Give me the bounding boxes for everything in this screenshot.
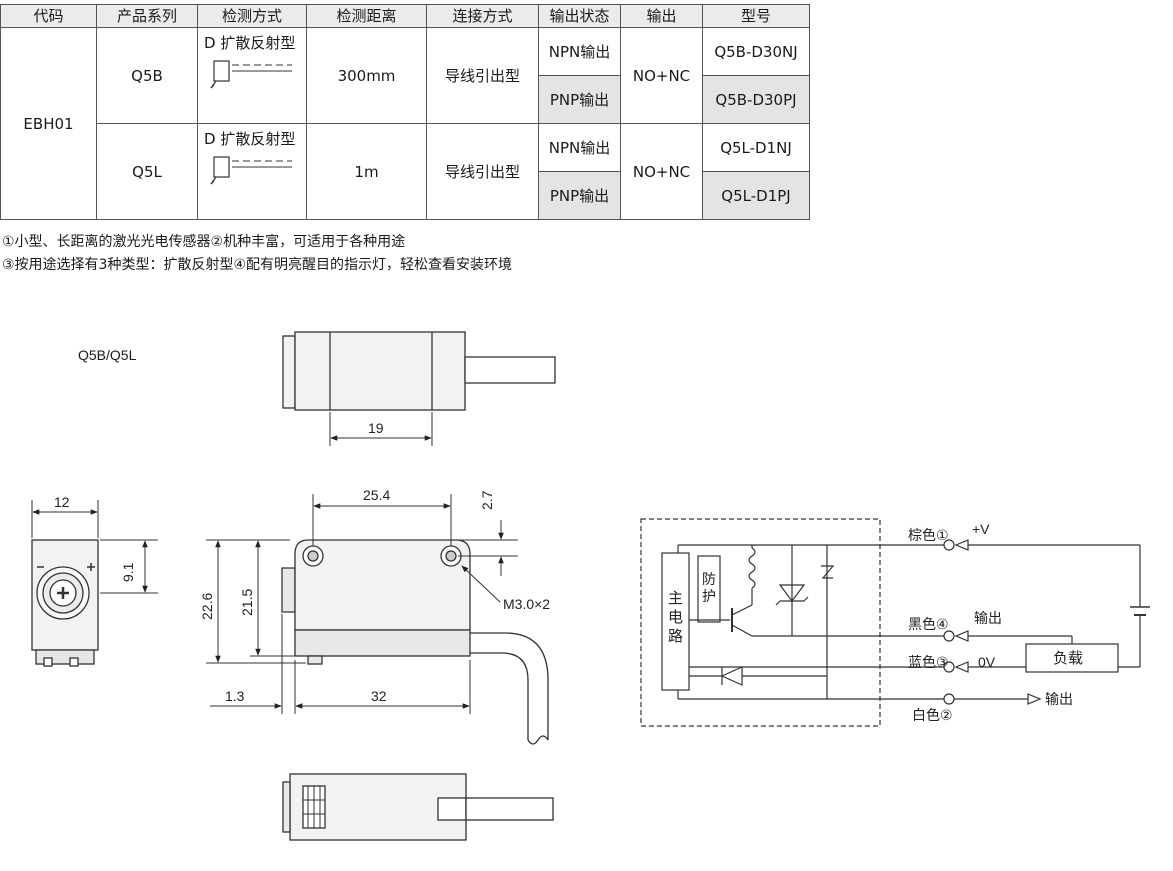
side-view: [31, 539, 99, 667]
zero-v-label: 0V: [978, 654, 996, 670]
cell-code: EBH01: [0, 27, 97, 220]
output-label: 输出: [974, 611, 1002, 627]
front-view: [281, 539, 471, 665]
cell-model: Q5B-D30PJ: [702, 75, 810, 124]
bottom-view: [282, 773, 554, 841]
table-row: Q5L D 扩散反射型 1m 导线引出型 NPN输出 NO+NC Q5L-D1N…: [1, 123, 810, 220]
wire-blue-label: 蓝色③: [908, 654, 949, 671]
wire-white-label: 白色②: [912, 707, 953, 724]
cell-output: NO+NC: [620, 123, 703, 220]
dim-hole-height-label: 21.5: [239, 589, 255, 616]
dim-bottom: [210, 614, 471, 714]
dim-hole-offset: [458, 520, 518, 576]
table-row: PNP输出 Q5L-D1PJ: [1, 171, 810, 220]
dim-bottom-offset-label: 1.3: [225, 688, 245, 704]
table-row: PNP输出 Q5B-D30PJ: [1, 75, 810, 124]
dim-hole-height: [250, 540, 296, 657]
diffuse-sensor-icon: [210, 156, 292, 185]
table-header-row: 代码 产品系列 检测方式 检测距离 连接方式 输出状态 输出 型号: [0, 4, 810, 28]
header-code: 代码: [0, 4, 97, 28]
cell-connection: 导线引出型: [426, 123, 539, 220]
cell-model: Q5L-D1NJ: [702, 123, 810, 172]
cell-model: Q5L-D1PJ: [702, 171, 810, 220]
cell-state: PNP输出: [538, 75, 621, 124]
dim-hole-spacing-label: 25.4: [363, 487, 390, 503]
header-output: 输出: [620, 4, 703, 28]
dim-body-height: [206, 539, 306, 664]
cell-state: NPN输出: [538, 27, 621, 76]
protection-char: 防: [702, 572, 716, 588]
plus-v-label: +V: [972, 521, 990, 537]
dim-top-width: [329, 412, 433, 446]
dim-top-width-label: 19: [368, 420, 384, 436]
load-label: 负载: [1053, 649, 1083, 667]
feature-notes: ①小型、长距离的激光光电传感器②机种丰富，可适用于各种用途 ③按用途选择有3种类…: [2, 231, 512, 277]
cell-mode: D 扩散反射型: [197, 27, 307, 124]
header-connection: 连接方式: [426, 4, 539, 28]
top-view: [282, 331, 556, 411]
table-row: EBH01 Q5B D 扩散反射型 300mm 导线引出型 NPN输出 NO+N…: [0, 27, 810, 220]
cell-distance: 300mm: [306, 27, 427, 124]
cell-distance: 1m: [306, 123, 427, 220]
diffuse-sensor-icon: [210, 60, 292, 89]
wire-black-label: 黑色④: [908, 616, 949, 633]
protection-char: 护: [702, 589, 716, 605]
mode-label: D 扩散反射型: [204, 34, 296, 52]
dim-body-height-label: 22.6: [199, 593, 215, 620]
dim-hole-offset-label: 2.7: [479, 490, 495, 510]
dim-body-length-label: 32: [371, 688, 387, 704]
dim-side-height: [100, 539, 158, 594]
header-distance: 检测距离: [306, 4, 427, 28]
main-circuit-char: 路: [668, 627, 683, 645]
mode-label: D 扩散反射型: [204, 130, 296, 148]
dim-side-width: [31, 500, 99, 538]
dim-side-width-label: 12: [54, 494, 70, 510]
cell-connection: 导线引出型: [426, 27, 539, 124]
wire-brown-label: 棕色①: [908, 527, 949, 544]
dim-side-height-label: 9.1: [120, 562, 136, 582]
model-label: Q5B/Q5L: [78, 347, 137, 363]
cell-state: PNP输出: [538, 171, 621, 220]
main-circuit-char: 主: [668, 589, 683, 607]
cable: [470, 632, 549, 745]
dim-hole-spacing: [312, 494, 452, 546]
note-line: ①小型、长距离的激光光电传感器②机种丰富，可适用于各种用途: [2, 234, 406, 250]
main-circuit-char: 电: [668, 608, 683, 626]
spec-table: 代码 产品系列 检测方式 检测距离 连接方式 输出状态 输出 型号 EBH01 …: [0, 4, 810, 220]
circuit-diagram: [640, 518, 1150, 727]
note-line: ③按用途选择有3种类型：扩散反射型④配有明亮醒目的指示灯，轻松查看安装环境: [2, 257, 513, 273]
output-label-2: 输出: [1045, 692, 1073, 708]
screw-callout: [461, 565, 501, 603]
screw-label: M3.0×2: [503, 596, 550, 612]
